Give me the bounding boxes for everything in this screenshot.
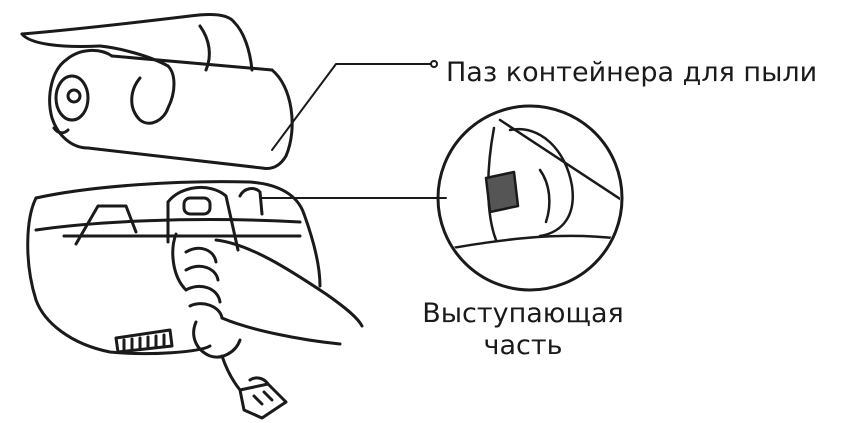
dust-slot-leader-line bbox=[271, 60, 438, 151]
lower-hand-icon bbox=[171, 232, 364, 359]
power-plug-icon bbox=[220, 354, 288, 420]
dust-container-icon bbox=[48, 49, 294, 170]
dust-container-slot-label: Паз контейнера для пыли bbox=[446, 57, 818, 88]
protrusion-label: Выступающая часть bbox=[388, 298, 658, 362]
charging-base-icon bbox=[26, 180, 322, 356]
protrusion-label-line1: Выступающая bbox=[422, 298, 624, 329]
protrusion-label-line2: часть bbox=[483, 330, 563, 361]
magnified-detail-icon bbox=[436, 104, 624, 292]
handheld-vacuum-icon bbox=[166, 185, 240, 252]
upper-hand-icon bbox=[20, 12, 254, 125]
